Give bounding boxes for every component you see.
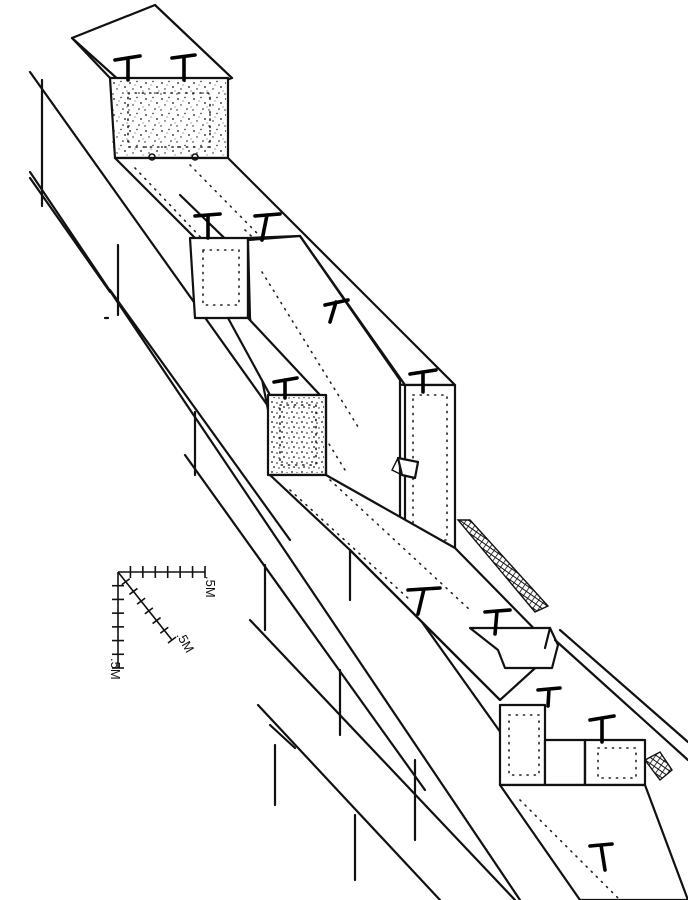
block-bottom-pair [498, 703, 647, 787]
scale-label-diagonal: .5M [173, 629, 197, 655]
clamp-1 [113, 54, 142, 82]
clamp-2 [170, 53, 197, 82]
scale-axis-diagonal-tick [167, 636, 177, 644]
clamp-5 [323, 298, 350, 324]
clamp-4 [253, 212, 282, 242]
scale-label-vertical: .5M [108, 658, 123, 680]
scale-axis-diagonal-tick [128, 587, 138, 596]
bottom-surface-strip [498, 628, 688, 900]
scale-axis-diagonal-tick [159, 626, 169, 634]
block-lower-middle [226, 316, 328, 477]
clamp-6 [272, 376, 299, 400]
clamp-9 [483, 608, 512, 636]
clamp-10 [536, 686, 562, 708]
clamp-3 [193, 212, 222, 240]
clamp-11 [588, 714, 616, 744]
clamp-12 [588, 842, 614, 872]
scale-axis-diagonal-tick [152, 616, 162, 625]
scale-label-horizontal: .5M [203, 576, 218, 598]
iron-clamps [113, 53, 616, 872]
block-top-left [70, 3, 234, 160]
clamp-8 [406, 586, 442, 616]
block-notched-lower [468, 626, 560, 670]
scale-axis-diagonal [117, 571, 173, 641]
scale-axis-diagonal-tick [136, 597, 146, 605]
scale-axis-diagonal-tick [144, 607, 154, 615]
scale-bar: .5M .5M .5M [108, 566, 218, 680]
clamp-7 [408, 368, 438, 394]
scale-axis-diagonal-tick [121, 578, 131, 586]
